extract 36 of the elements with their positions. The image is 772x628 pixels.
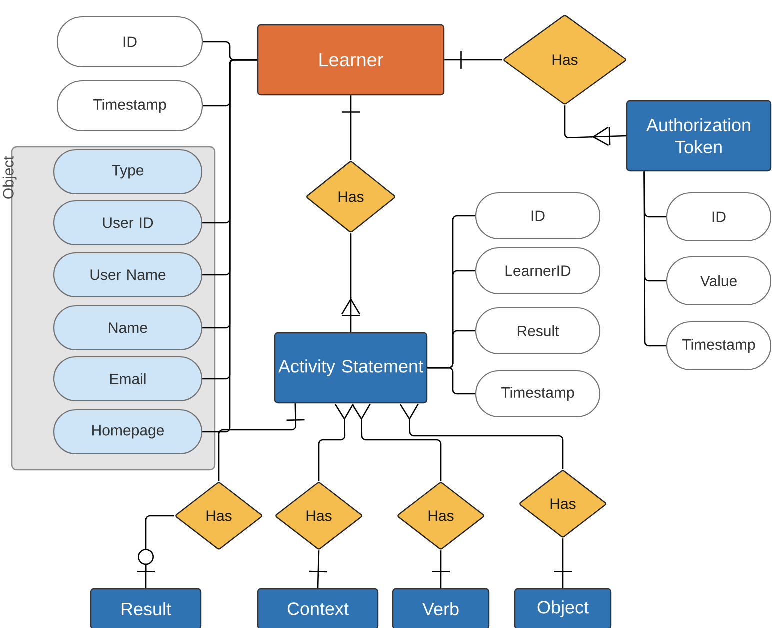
connector — [432, 550, 450, 588]
attribute-pill: User Name — [53, 252, 203, 298]
connector — [554, 538, 572, 588]
attribute-pill: Homepage — [53, 409, 203, 455]
entity-box: Verb — [392, 588, 490, 628]
connector — [644, 172, 666, 347]
connector — [444, 51, 502, 69]
connector — [352, 404, 442, 482]
attribute-pill: Timestamp — [666, 321, 772, 371]
attribute-pill: Value — [666, 256, 772, 306]
attribute-pill: Name — [53, 305, 203, 351]
connector — [564, 106, 626, 146]
connector — [341, 234, 361, 332]
entity-box: Result — [90, 588, 202, 628]
entity-box: Object — [514, 588, 612, 628]
attribute-pill: ID — [475, 192, 601, 240]
attribute-pill: Result — [475, 307, 601, 355]
attribute-pill: Type — [53, 149, 203, 195]
connector — [400, 404, 564, 470]
entity-box: Learner — [257, 24, 445, 96]
connector — [137, 515, 174, 588]
attribute-pill: Timestamp — [475, 370, 601, 418]
attribute-pill: ID — [666, 192, 772, 242]
connector — [318, 404, 354, 482]
entity-box: Context — [257, 588, 379, 628]
attribute-pill: ID — [56, 16, 204, 68]
attribute-pill: Email — [53, 356, 203, 402]
connector — [309, 550, 328, 588]
connector — [342, 96, 360, 160]
attribute-pill: Timestamp — [56, 80, 204, 132]
entity-box: Authorization Token — [626, 100, 772, 172]
connector — [428, 367, 476, 395]
attribute-pill: LearnerID — [475, 247, 601, 295]
connector — [218, 404, 305, 482]
attribute-pill: User ID — [53, 200, 203, 246]
entity-box: Activity Statement — [274, 332, 428, 404]
